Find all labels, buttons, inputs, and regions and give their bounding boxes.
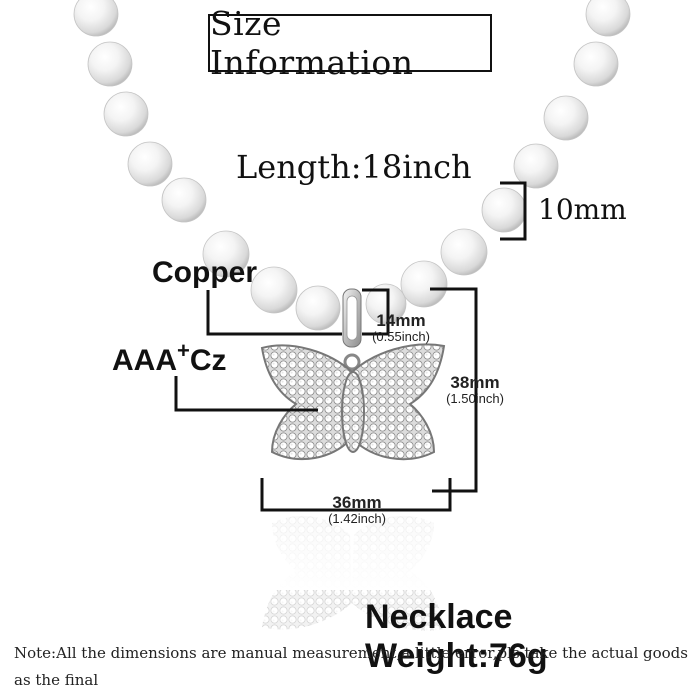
pearl-bead — [295, 285, 341, 331]
width-bracket — [260, 478, 452, 512]
pearl-bead — [127, 141, 173, 187]
height-inch: (1.50inch) — [446, 391, 504, 406]
pearl-bead — [513, 143, 559, 189]
stone-label: AAA+Cz — [112, 338, 227, 378]
height-dimension: 38mm (1.50inch) — [432, 374, 518, 405]
bail-bracket — [362, 288, 390, 336]
width-mm: 36mm — [332, 493, 382, 512]
pearl-bead — [103, 91, 149, 137]
dimension-lines — [174, 181, 527, 512]
bead-size-label: 10mm — [538, 193, 627, 226]
length-label: Length:18inch — [236, 148, 472, 186]
pearl-bead — [573, 41, 619, 87]
bail-inch: (0.55inch) — [372, 329, 430, 344]
pearl-bead — [250, 266, 298, 314]
measurement-note: Note:All the dimensions are manual measu… — [14, 644, 688, 689]
material-label: Copper — [152, 256, 257, 289]
bead-size-bracket — [500, 181, 527, 241]
pearl-bead — [543, 95, 589, 141]
pendant-bail — [342, 288, 362, 371]
height-mm: 38mm — [450, 373, 500, 392]
pearl-bead — [400, 260, 448, 308]
pearl-bead — [161, 177, 207, 223]
pearl-bead — [202, 230, 250, 278]
pearl-bead — [87, 41, 133, 87]
pearl-bead — [365, 283, 407, 325]
stone-label-prefix: AAA — [112, 344, 177, 377]
pearl-bead — [440, 228, 488, 276]
weight-label: Necklace Weight:76g — [365, 598, 548, 675]
butterfly-pendant — [260, 343, 446, 461]
pearl-strand — [73, 0, 631, 331]
stone-label-suffix: Cz — [189, 344, 227, 377]
width-inch: (1.42inch) — [328, 511, 386, 526]
bail-dimension: 14mm (0.55inch) — [356, 312, 446, 343]
stone-label-sup: + — [177, 338, 190, 363]
pearl-bead — [73, 0, 119, 37]
width-dimension: 36mm (1.42inch) — [312, 494, 402, 525]
pearl-bead — [481, 187, 527, 233]
bail-mm: 14mm — [376, 311, 426, 330]
page-title: Size Information — [208, 4, 492, 82]
cz-leader — [174, 376, 318, 412]
copper-leader — [206, 290, 342, 336]
pearl-bead — [585, 0, 631, 37]
height-bracket — [430, 287, 478, 493]
